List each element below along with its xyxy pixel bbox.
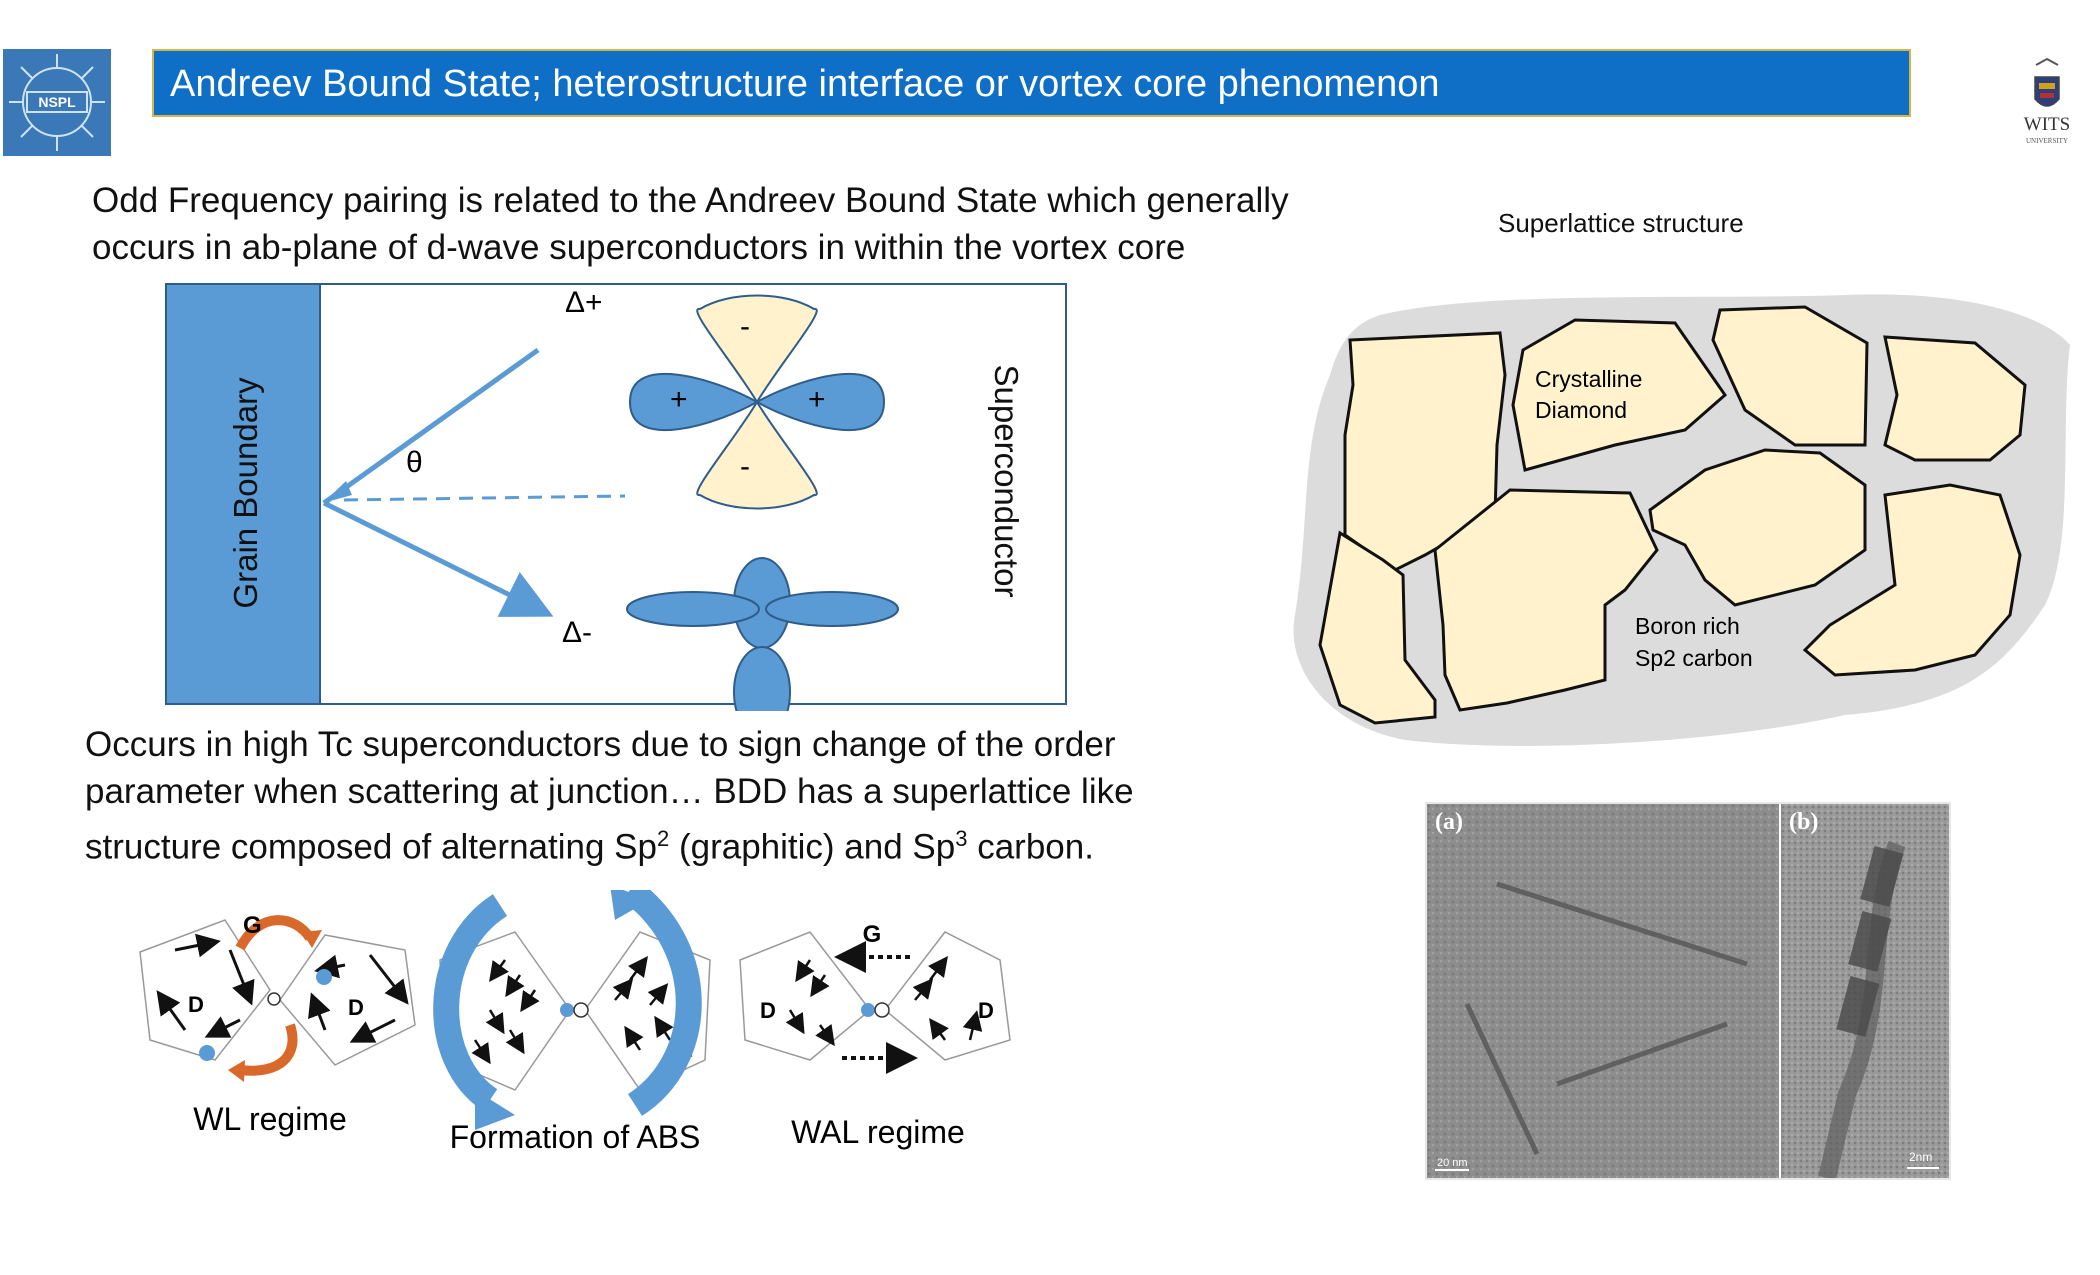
tem-image: (a) (b) 20 nm 2nm xyxy=(1425,802,1951,1181)
tem-panel-a xyxy=(1427,804,1779,1178)
wl-regime-panel: G D D WL regime xyxy=(139,912,416,1137)
wl-regime-label: WL regime xyxy=(193,1101,347,1137)
tem-scale-a: 20 nm xyxy=(1437,1157,1468,1169)
crystalline-diamond-label-1: Crystalline xyxy=(1535,366,1642,392)
tem-scale-b: 2nm xyxy=(1909,1150,1932,1164)
lobe-minus-top xyxy=(696,294,818,404)
wl-d-right-label: D xyxy=(348,995,364,1020)
junction-line-3: structure composed of alternating Sp2 (g… xyxy=(85,826,1094,867)
grain-3 xyxy=(1711,305,1869,447)
superlattice-diagram: Crystalline Diamond Boron rich Sp2 carbo… xyxy=(1293,294,2070,746)
superconductor-label: Superconductor xyxy=(988,365,1025,598)
grain-4 xyxy=(1883,335,2027,462)
grain-1 xyxy=(1343,331,1507,572)
dwave-diagram: Grain Boundary Superconductor Δ+ Δ- θ + … xyxy=(165,283,1067,711)
diamond-grains xyxy=(1318,305,2027,725)
grain-2 xyxy=(1511,318,1727,472)
intro-line-2: occurs in ab-plane of d-wave superconduc… xyxy=(92,228,1186,267)
superlattice-title: Superlattice structure xyxy=(1498,208,1744,238)
title-bar: Andreev Bound State; heterostructure int… xyxy=(152,49,1911,117)
wal-regime-label: WAL regime xyxy=(791,1114,965,1150)
wits-logo-text: WITS xyxy=(2024,114,2070,135)
lobe-minus-bottom-label: - xyxy=(740,450,750,483)
abs-formation-label: Formation of ABS xyxy=(450,1119,701,1155)
wal-g-label: G xyxy=(863,921,882,948)
lobe-plus-right xyxy=(754,372,886,432)
orange-arrow-top-icon xyxy=(235,915,315,951)
lobe-plus-left xyxy=(628,372,760,432)
junction-paragraph: Occurs in high Tc superconductors due to… xyxy=(85,721,1134,871)
grain-6 xyxy=(1433,488,1659,712)
nspl-logo-text: NSPL xyxy=(38,94,76,110)
nspl-network-icon: NSPL xyxy=(9,54,105,151)
wl-d-left-label: D xyxy=(188,992,204,1017)
rotated-order-parameter xyxy=(626,557,899,711)
wits-logo: WITS UNIVERSITY xyxy=(2010,55,2085,155)
junction-line-1: Occurs in high Tc superconductors due to… xyxy=(85,725,1116,764)
abs-formation-panel: Formation of ABS xyxy=(433,890,711,1155)
dwave-order-parameter xyxy=(628,294,886,510)
delta-minus-label: Δ- xyxy=(562,616,592,649)
grain-boundary-label: Grain Boundary xyxy=(227,377,264,609)
boron-rich-label-1: Boron rich xyxy=(1635,613,1740,639)
lobe-minus-bottom xyxy=(696,400,818,510)
wal-d-left-label: D xyxy=(760,998,776,1023)
wits-logo-subtext: UNIVERSITY xyxy=(2026,137,2068,145)
grain-boundary-block xyxy=(165,283,321,705)
intro-paragraph: Odd Frequency pairing is related to the … xyxy=(92,177,1289,271)
orange-arrow-bottom-icon xyxy=(239,1023,298,1076)
junction-line-2: parameter when scattering at junction… B… xyxy=(85,772,1134,811)
crystalline-diamond-label-2: Diamond xyxy=(1535,397,1627,423)
tem-label-a: (a) xyxy=(1435,809,1463,835)
wits-crest-icon: WITS UNIVERSITY xyxy=(2024,57,2070,145)
wl-g-label: G xyxy=(243,912,262,939)
boron-rich-label-2: Sp2 carbon xyxy=(1635,645,1753,671)
lobe-plus-left-label: + xyxy=(670,383,688,416)
nspl-logo: NSPL xyxy=(3,49,111,156)
regimes-diagram: G D D WL regime Formation of ABS xyxy=(139,890,1011,1155)
abs-right-arc-icon xyxy=(621,890,702,1116)
reflected-ray xyxy=(322,500,554,617)
wal-d-right-label: D xyxy=(978,998,994,1023)
incident-arrowhead-icon xyxy=(323,481,352,503)
lobe-plus-right-label: + xyxy=(808,383,826,416)
intro-line-1: Odd Frequency pairing is related to the … xyxy=(92,181,1289,220)
incident-ray xyxy=(322,347,540,506)
grain-7 xyxy=(1648,448,1867,607)
lobe-minus-top-label: - xyxy=(740,310,750,343)
grain-8 xyxy=(1802,483,2022,677)
tem-micrograph: (a) (b) 20 nm 2nm xyxy=(1427,804,1949,1181)
theta-label: θ xyxy=(406,446,423,479)
normal-dashed-line xyxy=(343,494,626,502)
wal-regime-panel: G D D WAL regime xyxy=(739,921,1011,1150)
abs-left-arc-icon xyxy=(433,894,508,1111)
page-title: Andreev Bound State; heterostructure int… xyxy=(170,63,1440,105)
delta-plus-label: Δ+ xyxy=(565,286,603,319)
tem-label-b: (b) xyxy=(1789,809,1818,835)
grain-5 xyxy=(1318,530,1437,725)
